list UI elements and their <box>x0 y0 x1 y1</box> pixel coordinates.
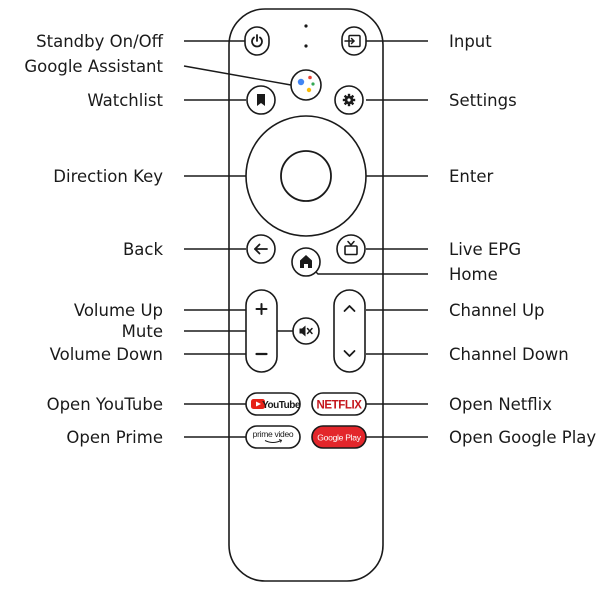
mute-icon <box>299 325 313 337</box>
channel-rocker[interactable] <box>333 289 366 373</box>
chevron-up-icon <box>343 305 356 312</box>
mute-button[interactable] <box>292 317 320 345</box>
volume-up-button[interactable] <box>255 303 268 315</box>
label-volume-up: Volume Up <box>74 301 163 320</box>
input-button[interactable] <box>341 26 367 56</box>
label-mute: Mute <box>122 322 163 341</box>
gear-icon <box>342 93 356 107</box>
channel-up-button[interactable] <box>343 305 356 312</box>
google-assistant-icon <box>297 75 315 93</box>
label-standby: Standby On/Off <box>36 32 163 51</box>
google-play-label: Google Play <box>317 433 362 443</box>
watchlist-button[interactable] <box>246 85 276 115</box>
label-enter: Enter <box>449 167 494 186</box>
back-arrow-icon <box>254 243 268 255</box>
back-button[interactable] <box>246 234 276 264</box>
netflix-label: NETFLIX <box>316 400 362 412</box>
youtube-logo: YouTube <box>251 399 301 411</box>
home-icon <box>300 255 312 268</box>
live-epg-button[interactable] <box>336 234 366 264</box>
left-labels: Standby On/Off Google Assistant Watchlis… <box>24 32 163 447</box>
indicator-dot <box>304 24 308 28</box>
volume-rocker[interactable] <box>245 289 278 373</box>
label-input: Input <box>449 32 492 51</box>
leader-lines-right <box>305 40 428 438</box>
label-open-google-play: Open Google Play <box>449 428 596 447</box>
power-button[interactable] <box>244 26 270 56</box>
indicator-dot <box>304 44 308 48</box>
label-settings: Settings <box>449 91 517 110</box>
settings-button[interactable] <box>334 85 364 115</box>
label-back: Back <box>123 240 164 259</box>
google-play-button[interactable]: Google Play <box>311 425 367 449</box>
google-assistant-button[interactable] <box>290 69 322 101</box>
youtube-label: YouTube <box>262 400 301 411</box>
youtube-button[interactable]: YouTube <box>245 392 301 416</box>
label-open-youtube: Open YouTube <box>47 395 163 414</box>
label-open-netflix: Open Netflix <box>449 395 552 414</box>
enter-button[interactable] <box>280 150 332 202</box>
tv-icon <box>344 240 358 256</box>
label-home: Home <box>449 265 498 284</box>
plus-icon <box>255 303 268 315</box>
prime-video-logo: prime video <box>253 429 294 443</box>
label-channel-up: Channel Up <box>449 301 545 320</box>
prime-smile-icon <box>264 440 282 443</box>
label-watchlist: Watchlist <box>87 91 163 110</box>
label-live-epg: Live EPG <box>449 240 521 259</box>
label-direction-key: Direction Key <box>53 167 163 186</box>
chevron-down-icon <box>343 350 356 357</box>
netflix-button[interactable]: NETFLIX <box>311 392 367 416</box>
power-icon <box>251 34 263 48</box>
prime-video-button[interactable]: prime video <box>245 425 301 449</box>
label-volume-down: Volume Down <box>50 345 163 364</box>
home-button[interactable] <box>291 247 321 277</box>
right-labels: Input Settings Enter Live EPG Home Chann… <box>449 32 596 447</box>
input-icon <box>344 34 361 48</box>
label-open-prime: Open Prime <box>66 428 163 447</box>
label-channel-down: Channel Down <box>449 345 569 364</box>
label-google-assistant: Google Assistant <box>24 57 163 76</box>
prime-video-label: prime video <box>253 429 294 439</box>
bookmark-icon <box>257 94 265 106</box>
channel-down-button[interactable] <box>343 350 356 357</box>
